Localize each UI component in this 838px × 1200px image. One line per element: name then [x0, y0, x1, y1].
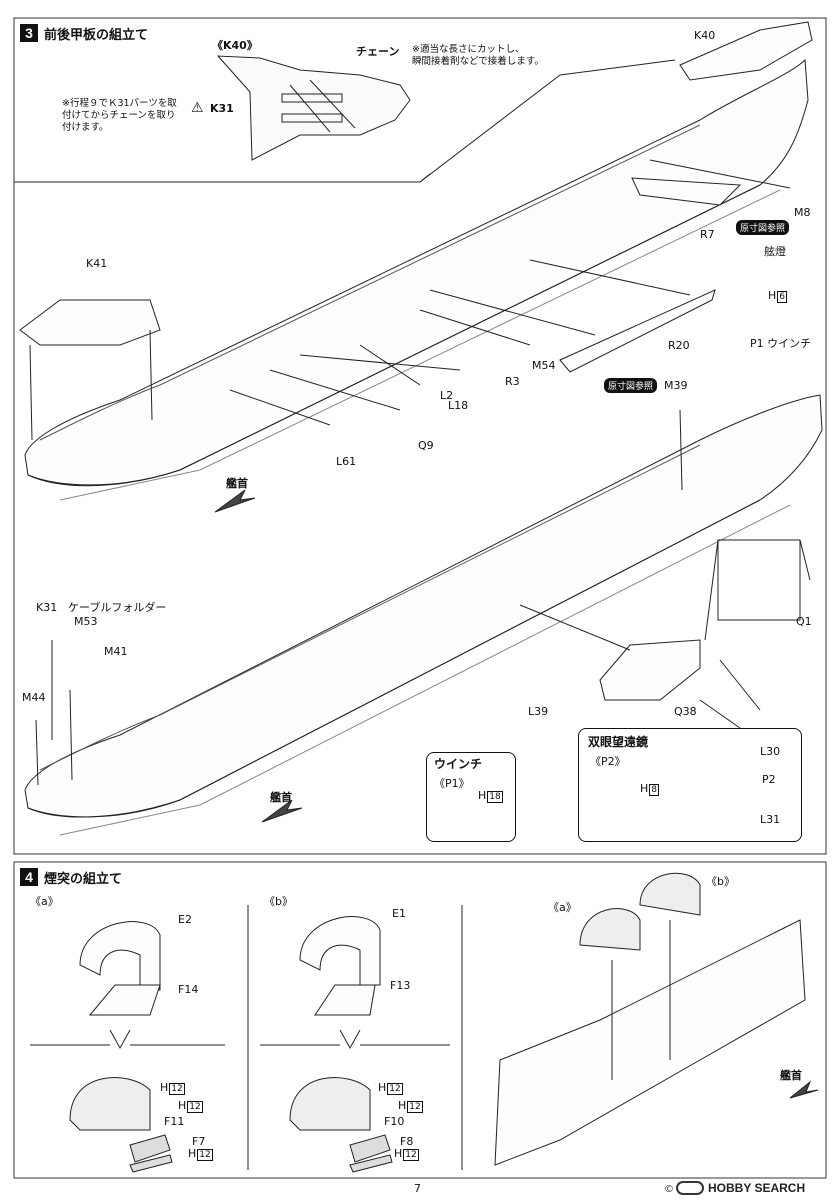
step-3-title: 前後甲板の組立て	[44, 28, 149, 43]
label-m39: M39	[664, 379, 688, 392]
label-q1: Q1	[796, 615, 812, 628]
label-m53: M53	[74, 615, 98, 628]
label-l30: L30	[760, 745, 781, 758]
chain-label: チェーン	[356, 45, 400, 58]
label-r20: R20	[668, 339, 690, 352]
label-f11: F11	[164, 1115, 185, 1128]
label-bow-3: 艦首	[780, 1069, 802, 1082]
label-cable-holder: ケーブルフォルダー	[68, 601, 167, 614]
label-f8: F8	[400, 1135, 414, 1148]
label-q9: Q9	[418, 439, 434, 452]
k31-note: ※行程９でＫ31パーツを取 付けてからチェーンを取り 付けます。	[62, 98, 177, 133]
label-l61: L61	[336, 455, 357, 468]
label-l31: L31	[760, 813, 781, 826]
label-navigation-light: 舷燈	[764, 245, 786, 258]
label-f13: F13	[390, 979, 411, 992]
label-f7: F7	[192, 1135, 206, 1148]
step-3-number: 3	[20, 24, 38, 42]
label-p2: P2	[762, 773, 776, 786]
label-p1-winch: P1 ウインチ	[750, 337, 812, 350]
binocular-inset	[578, 728, 802, 842]
full-size-ref-badge-1: 原寸図参照	[736, 220, 790, 235]
winch-inset-part: 《P1》	[434, 777, 470, 790]
label-l2: L2	[440, 389, 454, 402]
label-k31: K31	[36, 601, 58, 614]
winch-inset-title: ウインチ	[434, 757, 483, 771]
label-m41: M41	[104, 645, 128, 658]
label-k41: K41	[86, 257, 108, 270]
step-4-title: 煙突の組立て	[44, 872, 123, 887]
winch-inset	[426, 752, 516, 842]
label-q38: Q38	[674, 705, 697, 718]
warning-icon: ⚠	[191, 100, 204, 116]
label-bow-1: 艦首	[226, 477, 248, 490]
label-e1: E1	[392, 907, 406, 920]
watermark-copyright: ©	[664, 1184, 674, 1195]
right-b-label: 《b》	[706, 875, 735, 888]
label-m8: M8	[794, 206, 811, 219]
right-a-label: 《a》	[548, 901, 577, 914]
label-bow-2: 艦首	[270, 791, 292, 804]
label-f14: F14	[178, 983, 199, 996]
label-l18: L18	[448, 399, 469, 412]
label-f10: F10	[384, 1115, 405, 1128]
variant-b-label: 《b》	[264, 895, 293, 908]
label-r3: R3	[505, 375, 520, 388]
binocular-inset-part: 《P2》	[590, 755, 626, 768]
watermark-logo-icon	[676, 1181, 704, 1195]
step-4-number: 4	[20, 868, 38, 886]
chain-note: ※適当な長さにカットし、 瞬間接着剤などで接着します。	[412, 44, 544, 67]
label-m54: M54	[532, 359, 556, 372]
label-r7: R7	[700, 228, 715, 241]
watermark-logo: HOBBY SEARCH	[708, 1181, 806, 1195]
label-e2: E2	[178, 913, 192, 926]
variant-a-label: 《a》	[30, 895, 59, 908]
full-size-ref-badge-2: 原寸図参照	[604, 378, 658, 393]
k31-inset-label: K31	[210, 102, 234, 115]
label-m44: M44	[22, 691, 46, 704]
binocular-inset-title: 双眼望遠鏡	[588, 735, 649, 749]
page-number: 7	[414, 1182, 421, 1195]
label-k40: K40	[694, 29, 716, 42]
k40-inset-title: 《K40》	[212, 39, 258, 52]
label-l39: L39	[528, 705, 549, 718]
